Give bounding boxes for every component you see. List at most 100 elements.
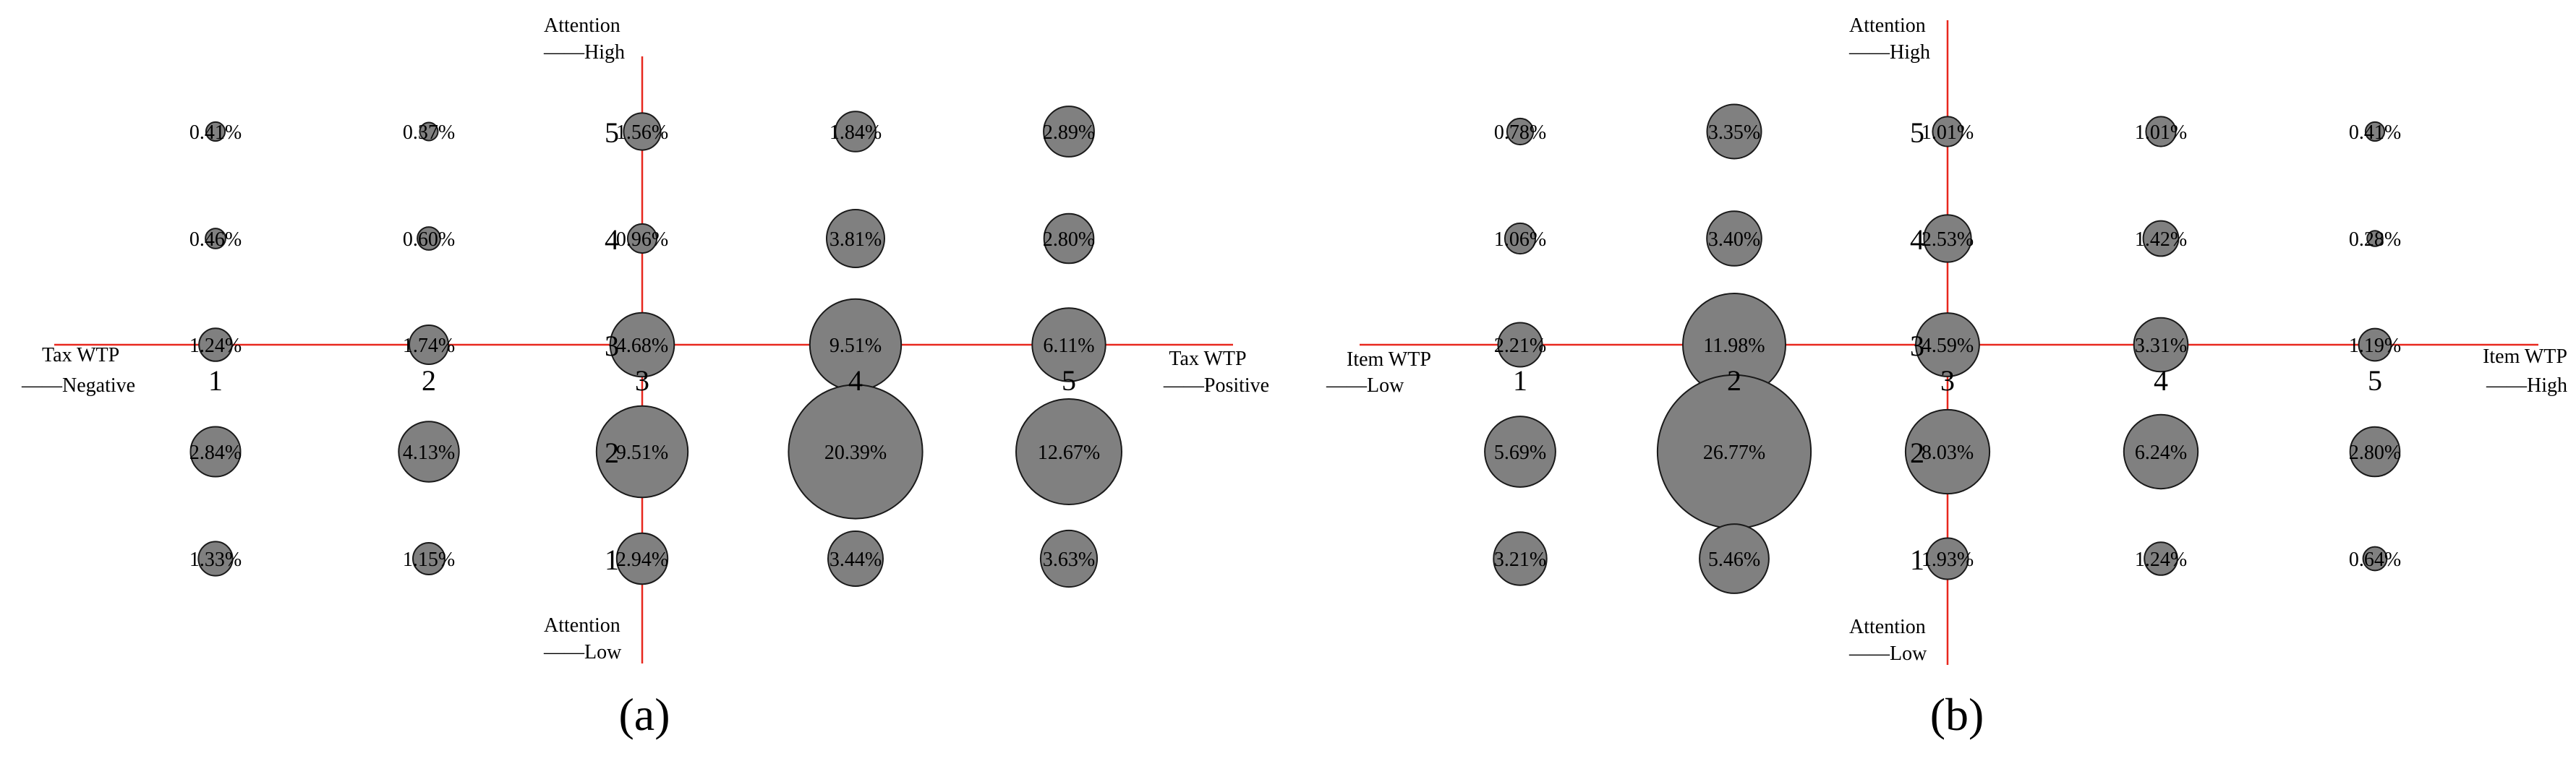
panel-b-bubble xyxy=(1493,531,1548,586)
panel-a-bubble-value-label: 2.89% xyxy=(1043,121,1095,144)
panel-b-bubble xyxy=(1926,537,1969,580)
panel-a-bubble-value-label: 2.80% xyxy=(1043,228,1095,251)
panel-b-bubble xyxy=(2349,426,2401,478)
panel-b-bubble-value-label: 0.41% xyxy=(2349,121,2401,144)
panel-b-bubble xyxy=(1506,117,1535,146)
panel-b-bubble-value-label: 5.46% xyxy=(1708,549,1760,571)
panel-b-bubble-value-label: 0.78% xyxy=(1494,121,1546,144)
panel-a-bubble-value-label: 1.15% xyxy=(403,549,455,571)
panel-b-bubble xyxy=(1932,116,1963,147)
panel-a-bubble xyxy=(417,226,441,251)
panel-b-bubble-value-label: 1.93% xyxy=(1922,549,1974,571)
panel-a-bubble xyxy=(1031,307,1106,382)
panel-a-bubble xyxy=(615,532,669,585)
panel-a-bubble xyxy=(626,223,658,254)
panel-a-x-axis-right-title: Tax WTP xyxy=(1169,348,1246,370)
panel-a-bubble-value-label: 0.41% xyxy=(189,121,242,144)
panel-a-bubble-value-label: 12.67% xyxy=(1038,442,1100,464)
panel-b-x-axis-right-subtitle: ——High xyxy=(2486,374,2567,397)
panel-a-x-axis-left-subtitle: ——Negative xyxy=(21,374,135,397)
panel-b-y-tick-label: 3 xyxy=(1910,330,1924,362)
panel-b-bubble-value-label: 4.59% xyxy=(1922,335,1974,357)
panel-a-y-tick-label: 2 xyxy=(605,437,619,469)
panel-a-bubble-value-label: 0.96% xyxy=(616,228,668,251)
panel-b-bubble xyxy=(1904,408,1991,495)
panel-a-bubble-value-label: 0.37% xyxy=(403,121,455,144)
panel-b-bubble xyxy=(2142,220,2180,257)
panel-b-y-tick-label: 2 xyxy=(1910,437,1924,469)
panel-b-bubble-value-label: 0.28% xyxy=(2349,228,2401,251)
panel-b-y-axis-top-subtitle: ——High xyxy=(1848,41,1930,64)
panel-b-bubble xyxy=(1484,416,1556,488)
panel-b-bubble xyxy=(1706,103,1762,160)
panel-a-bubble-value-label: 4.68% xyxy=(616,335,668,357)
panel-a-x-tick-label: 1 xyxy=(208,364,223,397)
panel-b-bubble-value-label: 3.21% xyxy=(1494,549,1546,571)
panel-b-x-axis-right-title: Item WTP xyxy=(2483,345,2567,368)
panel-a-y-tick-label: 3 xyxy=(605,330,619,362)
panel-a-bubble xyxy=(609,312,675,378)
panel-a-bubble-value-label: 20.39% xyxy=(824,442,887,464)
panel-a-y-axis-bottom-title: Attention xyxy=(544,614,620,637)
panel-a-x-axis-left-title: Tax WTP xyxy=(42,344,119,366)
panel-a-x-tick-label: 4 xyxy=(848,364,863,397)
panel-b-bubble xyxy=(2362,546,2388,572)
panel-a-label: (a) xyxy=(618,689,670,740)
panel-b-x-tick-label: 1 xyxy=(1513,364,1527,397)
panel-b-x-axis-left-subtitle: ——Low xyxy=(1326,374,1404,397)
panel-b-bubble-value-label: 3.31% xyxy=(2135,335,2187,357)
panel-b-x-tick-label: 2 xyxy=(1727,364,1741,397)
panel-b-bubble xyxy=(2133,317,2189,373)
panel-b-bubble xyxy=(2145,116,2177,147)
panel-a-bubble xyxy=(419,121,439,142)
panel-a-bubble xyxy=(205,228,226,249)
panel-b-bubble xyxy=(2364,121,2386,142)
panel-a-bubble-value-label: 1.56% xyxy=(616,121,668,144)
panel-b-bubble-value-label: 5.69% xyxy=(1494,442,1546,464)
panel-a-bubble xyxy=(1043,106,1095,158)
panel-b-y-tick-label: 1 xyxy=(1910,544,1924,576)
panel-a-bubble xyxy=(826,209,885,268)
panel-b-bubble-value-label: 3.35% xyxy=(1708,121,1760,144)
panel-a-bubble-value-label: 1.84% xyxy=(829,121,882,144)
panel-a-bubble-value-label: 0.60% xyxy=(403,228,455,251)
panel-b-bubble xyxy=(1915,312,1980,377)
panel-a-bubble-value-label: 4.13% xyxy=(403,442,455,464)
panel-b-x-axis-left-title: Item WTP xyxy=(1347,348,1431,371)
panel-b-y-axis-bottom-title: Attention xyxy=(1849,616,1926,638)
panel-b-bubble-value-label: 2.80% xyxy=(2349,442,2401,464)
panel-a-bubble-value-label: 2.94% xyxy=(616,549,668,571)
panel-b-bubble xyxy=(1923,214,1972,263)
panel-a-y-tick-label: 4 xyxy=(605,223,619,256)
panel-a-bubble-value-label: 1.74% xyxy=(403,335,455,357)
panel-a-bubble-value-label: 3.44% xyxy=(829,549,882,571)
panel-a-bubble xyxy=(623,112,662,151)
panel-b-bubble xyxy=(1497,322,1543,368)
panel-a-bubble xyxy=(205,121,226,142)
panel-a-x-tick-label: 2 xyxy=(422,364,436,397)
panel-a-y-tick-label: 5 xyxy=(605,116,619,149)
panel-a-y-axis-bottom-subtitle: ——Low xyxy=(543,641,622,663)
panel-a-bubble-value-label: 3.63% xyxy=(1043,549,1095,571)
panel-a-bubble-value-label: 9.51% xyxy=(616,442,668,464)
panel-a-bubble xyxy=(409,325,449,365)
panel-a-bubble-value-label: 1.24% xyxy=(189,335,242,357)
panel-a-bubble xyxy=(1043,212,1095,265)
panel-a-y-axis-top-subtitle: ——High xyxy=(543,41,625,64)
panel-a-x-tick-label: 3 xyxy=(635,364,649,397)
panel-a-y-tick-label: 1 xyxy=(605,544,619,576)
panel-a-bubble xyxy=(197,541,234,577)
panel-a-bubble xyxy=(198,327,233,362)
panel-b-bubble-value-label: 26.77% xyxy=(1703,442,1765,464)
panel-b-x-tick-label: 4 xyxy=(2154,364,2168,397)
panel-b-bubble-value-label: 1.01% xyxy=(2135,121,2187,144)
panel-a-x-tick-label: 5 xyxy=(1062,364,1076,397)
panel-a-bubble xyxy=(595,405,689,499)
panel-b-bubble xyxy=(2144,541,2178,576)
panel-b-bubble-value-label: 1.42% xyxy=(2135,228,2187,251)
panel-a-bubble xyxy=(788,384,924,520)
panel-b-bubble xyxy=(2358,327,2392,362)
panel-a-bubble-value-label: 9.51% xyxy=(829,335,882,357)
panel-b-y-tick-label: 5 xyxy=(1910,116,1924,149)
panel-b-x-tick-label: 5 xyxy=(2368,364,2382,397)
